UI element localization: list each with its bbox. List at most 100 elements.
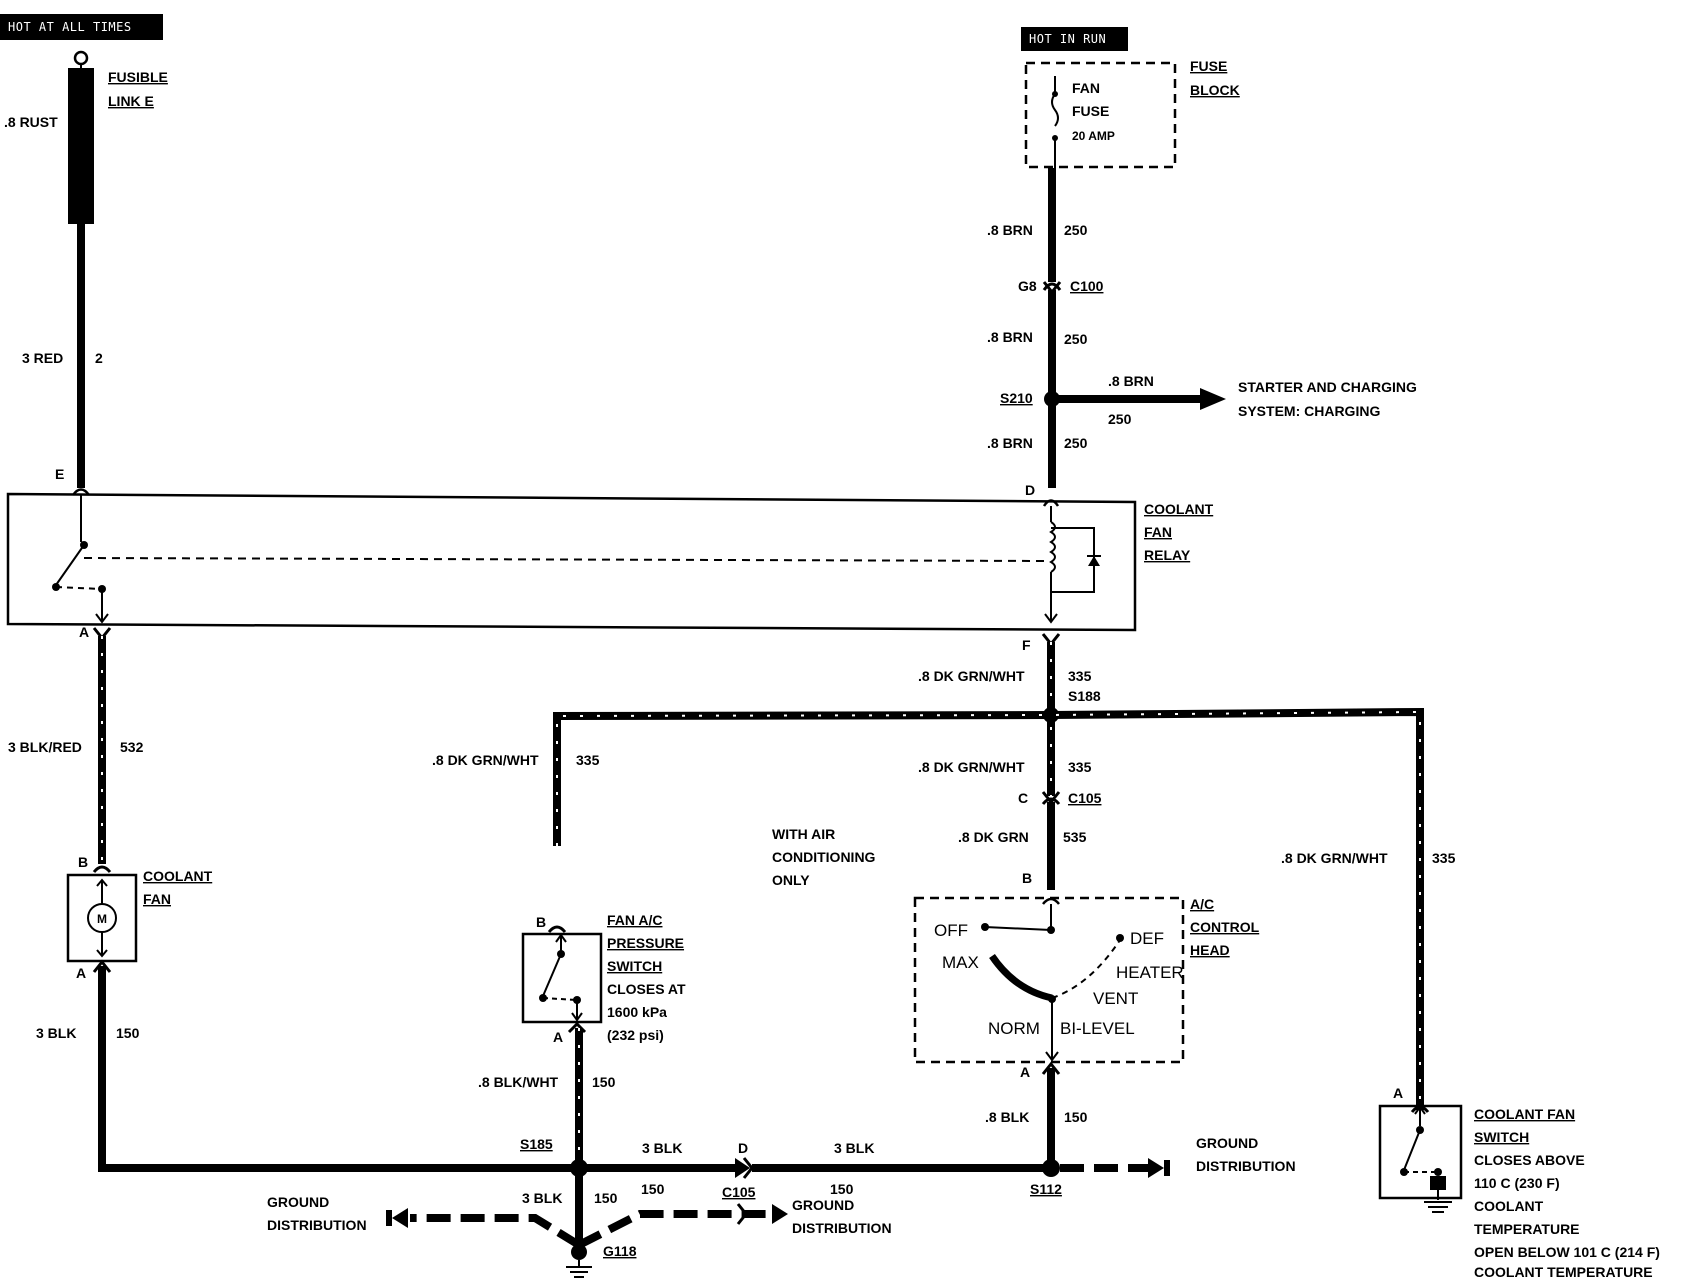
wire-dkgrn-label: .8 DK GRN <box>958 829 1029 845</box>
c105-label: C105 <box>722 1184 756 1200</box>
wire-8blkwht-label: .8 BLK/WHT <box>478 1074 559 1090</box>
pin-a-head-label: A <box>1020 1064 1030 1080</box>
relay-coil <box>1042 499 1101 624</box>
s210-label: S210 <box>1000 390 1033 406</box>
hot-at-all-times-badge: HOT AT ALL TIMES <box>0 14 163 40</box>
motor-label: M <box>97 912 107 926</box>
wire-8brn-1-label: .8 BRN <box>987 222 1033 238</box>
max-label: MAX <box>942 953 979 972</box>
branch-wire-label: .8 BRN <box>1108 373 1154 389</box>
wire-8rust-label: .8 RUST <box>4 114 58 130</box>
off-label: OFF <box>934 921 968 940</box>
connector-d-label: D <box>738 1140 748 1156</box>
s185-label: S185 <box>520 1136 553 1152</box>
relay-label-3: RELAY <box>1144 547 1191 563</box>
c100-label: C100 <box>1070 278 1104 294</box>
ps-pin-a-label: A <box>553 1029 563 1045</box>
pin-a-fan-label: A <box>76 965 86 981</box>
wire-ground-left <box>410 1214 582 1249</box>
ps-circuit-335-label: 335 <box>576 752 600 768</box>
hot-in-run-text: HOT IN RUN <box>1029 32 1106 46</box>
branch-circuit-label: 250 <box>1108 411 1132 427</box>
relay-label-1: COOLANT <box>1144 501 1214 517</box>
wire-3blk-1-label: 3 BLK <box>642 1140 682 1156</box>
circuit-150-b-label: 150 <box>641 1181 665 1197</box>
pin-c-label: C <box>1018 790 1028 806</box>
connector-d <box>735 1158 750 1178</box>
fan-fuse-label-1: FAN <box>1072 80 1100 96</box>
wire-ground-mid <box>577 1210 770 1249</box>
cs-line-3: COOLANT <box>1474 1198 1544 1214</box>
wire-8brn-2-label: .8 BRN <box>987 329 1033 345</box>
wire-3blk-label: 3 BLK <box>36 1025 76 1041</box>
wire-3blkred-label: 3 BLK/RED <box>8 739 82 755</box>
pin-f-label: F <box>1022 637 1031 653</box>
ps-circuit-150-label: 150 <box>592 1074 616 1090</box>
ground-g118-icon <box>566 1244 592 1278</box>
s112-label: S112 <box>1030 1181 1062 1197</box>
heater-label: HEATER <box>1116 963 1184 982</box>
relay-label-2: FAN <box>1144 524 1172 540</box>
gd-left-label-1: GROUND <box>267 1194 329 1210</box>
wire-3red-label: 3 RED <box>22 350 63 366</box>
pin-e-label: E <box>55 466 64 482</box>
fusible-link-label-1: FUSIBLE <box>108 69 168 85</box>
cs-circuit-335-label: 335 <box>1432 850 1456 866</box>
fan-fuse-icon <box>1051 76 1059 168</box>
wire-3blk-2-label: 3 BLK <box>834 1140 874 1156</box>
def-label: DEF <box>1130 929 1164 948</box>
gd-mid-label-1: GROUND <box>792 1197 854 1213</box>
bilevel-label: BI-LEVEL <box>1060 1019 1135 1038</box>
circuit-535-label: 535 <box>1063 829 1087 845</box>
cs-line-5: OPEN BELOW 101 C (214 F) <box>1474 1244 1660 1260</box>
norm-label: NORM <box>988 1019 1040 1038</box>
fan-fuse-amp: 20 AMP <box>1072 129 1115 143</box>
fan-fuse-label-2: FUSE <box>1072 103 1109 119</box>
fusible-link <box>68 50 94 224</box>
hot-at-all-times-text: HOT AT ALL TIMES <box>8 20 132 34</box>
head-label-2: CONTROL <box>1190 919 1260 935</box>
circuit-2-label: 2 <box>95 350 103 366</box>
ps-pin-b-label: B <box>536 914 546 930</box>
with-ac-label-2: CONDITIONING <box>772 849 876 865</box>
coolant-fan-label-1: COOLANT <box>143 868 213 884</box>
circuit-150-label: 150 <box>116 1025 140 1041</box>
cs-line-6: COOLANT TEMPERATURE <box>1474 1264 1653 1280</box>
circuit-250-3-label: 250 <box>1064 435 1088 451</box>
cs-title-2: SWITCH <box>1474 1129 1529 1145</box>
cs-line-2: 110 C (230 F) <box>1474 1175 1560 1191</box>
fuse-block-label-1: FUSE <box>1190 58 1227 74</box>
gd-left-label-2: DISTRIBUTION <box>267 1217 367 1233</box>
wire-8blk-label: .8 BLK <box>985 1109 1029 1125</box>
g118-label: G118 <box>603 1243 637 1259</box>
pin-b-head-label: B <box>1022 870 1032 886</box>
arrow-starter <box>1200 388 1226 410</box>
splice-s112 <box>1042 1159 1060 1177</box>
coolant-switch-contacts <box>1400 1105 1452 1213</box>
cs-pin-a-label: A <box>1393 1085 1403 1101</box>
g8-label: G8 <box>1018 278 1037 294</box>
gd-right-label-2: DISTRIBUTION <box>1196 1158 1296 1174</box>
cs-title-1: COOLANT FAN <box>1474 1106 1575 1122</box>
pin-b-fan-label: B <box>78 854 88 870</box>
relay-link-dashed <box>83 557 1049 562</box>
wire-dkgrnwht-2-label: .8 DK GRN/WHT <box>918 759 1025 775</box>
ps-title-2: PRESSURE <box>607 935 684 951</box>
circuit-335-1-label: 335 <box>1068 668 1092 684</box>
coolant-fan-label-2: FAN <box>143 891 171 907</box>
fusible-link-label-2: LINK E <box>108 93 154 109</box>
pin-a-relay-label: A <box>79 624 89 640</box>
starter-label-2: SYSTEM: CHARGING <box>1238 403 1380 419</box>
wire-3blk-3-label: 3 BLK <box>522 1190 562 1206</box>
starter-label-1: STARTER AND CHARGING <box>1238 379 1417 395</box>
circuit-150-head-label: 150 <box>1064 1109 1088 1125</box>
ps-closes-at: CLOSES AT <box>607 981 686 997</box>
ps-title-3: SWITCH <box>607 958 662 974</box>
ps-wire-label: .8 DK GRN/WHT <box>432 752 539 768</box>
circuit-250-2-label: 250 <box>1064 331 1088 347</box>
circuit-532-label: 532 <box>120 739 144 755</box>
head-label-1: A/C <box>1190 896 1214 912</box>
c105-top-label: C105 <box>1068 790 1102 806</box>
pin-d-label: D <box>1025 482 1035 498</box>
